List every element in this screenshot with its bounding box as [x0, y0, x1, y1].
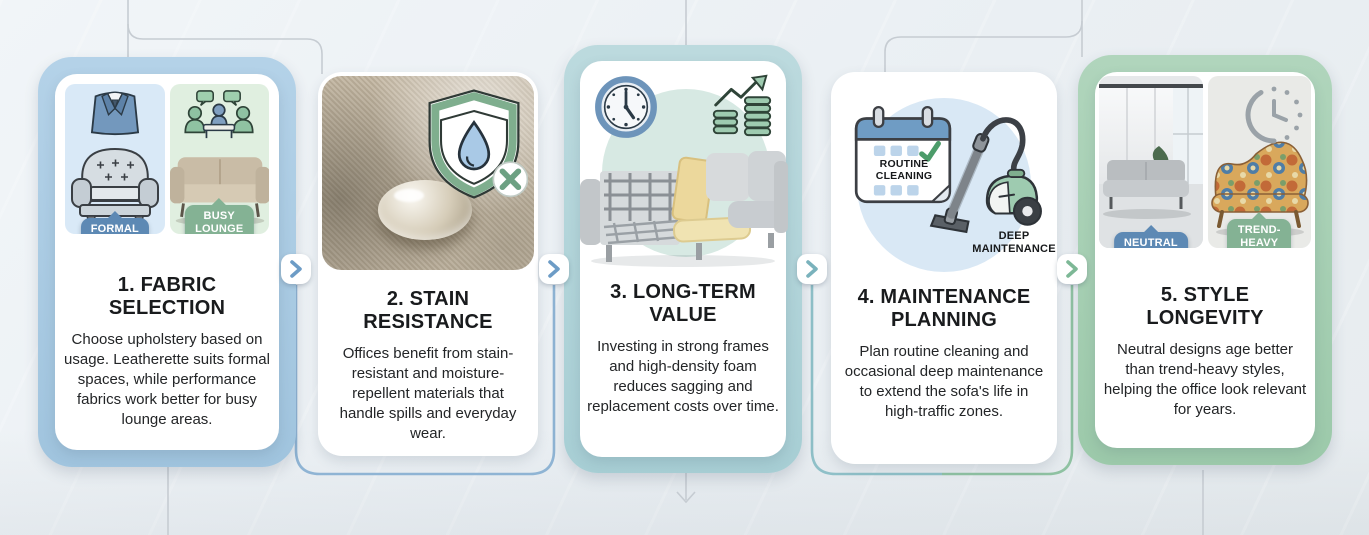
step1-title-line2: SELECTION	[108, 297, 226, 320]
deep-maintenance-label: DEEP MAINTENANCE	[972, 230, 1056, 255]
step5-neutral-panel: NEUTRAL DESIGNS	[1099, 76, 1203, 248]
step2-title-line1: 2. STAIN	[386, 288, 470, 310]
step2-fabric-photo	[322, 76, 534, 270]
flow-chevron-1	[281, 254, 311, 284]
step3-title-line2: VALUE	[649, 304, 717, 327]
flow-chevron-4	[1057, 254, 1087, 284]
step3-media	[580, 61, 788, 267]
step1-card: FORMAL SPACES	[55, 74, 279, 450]
chevron-right-icon	[806, 260, 818, 278]
step3-title: 3. LONG-TERM VALUE	[610, 281, 756, 327]
formal-armchair-icon	[70, 147, 159, 226]
trend-heavy-badge: TREND-HEAVY STYLES	[1227, 219, 1292, 248]
step3-title-line1: 3. LONG-TERM	[610, 281, 756, 303]
chevron-right-icon	[290, 260, 302, 278]
step4-card: ROUTINE CLEANING DEEP MAINTENANCE 4. MAI…	[831, 72, 1057, 464]
step4-title-line2: PLANNING	[890, 309, 998, 332]
flow-chevron-3	[797, 254, 827, 284]
chevron-right-icon	[548, 260, 560, 278]
step5-media: NEUTRAL DESIGNS	[1099, 76, 1311, 248]
step2-title: 2. STAIN RESISTANCE	[363, 288, 492, 334]
step1-formal-panel: FORMAL SPACES	[65, 84, 165, 234]
step1-title: 1. FABRIC SELECTION	[109, 274, 225, 320]
step3-card: 3. LONG-TERM VALUE Investing in strong f…	[580, 61, 788, 457]
busy-lounge-badge: BUSY LOUNGE AREAS	[185, 205, 254, 234]
step2-card: 2. STAIN RESISTANCE Offices benefit from…	[318, 72, 538, 456]
step4-title-line1: 4. MAINTENANCE	[857, 286, 1031, 308]
clock-icon	[595, 76, 657, 138]
routine-cleaning-label: ROUTINE CLEANING	[875, 158, 933, 183]
sofa-cutaway-illustration	[580, 151, 788, 267]
step1-body: Choose upholstery based on usage. Leathe…	[64, 331, 270, 429]
step5-body: Neutral designs age better than trend-he…	[1103, 341, 1307, 419]
step1-title-line1: 1. FABRIC	[117, 274, 217, 296]
growth-coins-icon	[712, 74, 772, 137]
neutral-office-photo	[1099, 76, 1203, 248]
step1-lounge-panel: BUSY LOUNGE AREAS	[169, 84, 269, 234]
dotted-clock-icon	[1245, 86, 1303, 144]
step2-title-line2: RESISTANCE	[363, 311, 493, 334]
suit-icon	[90, 91, 139, 136]
calendar-icon	[854, 105, 952, 204]
vacuum-cleaner-icon	[929, 117, 1042, 234]
step4-body: Plan routine cleaning and occasional dee…	[844, 343, 1044, 421]
step1-media: FORMAL SPACES	[65, 84, 269, 234]
step3-body: Investing in strong frames and high-dens…	[587, 338, 779, 416]
step5-trend-panel: TREND-HEAVY STYLES	[1207, 76, 1311, 248]
step5-title-line1: 5. STYLE	[1160, 284, 1250, 306]
step5-title-line2: LONGEVITY	[1146, 307, 1264, 330]
step4-title: 4. MAINTENANCE PLANNING	[858, 286, 1031, 332]
neutral-designs-badge: NEUTRAL DESIGNS	[1113, 232, 1188, 248]
step3-frame: 3. LONG-TERM VALUE Investing in strong f…	[564, 45, 802, 473]
step5-card: NEUTRAL DESIGNS	[1095, 72, 1315, 448]
lounge-sofa-icon	[169, 157, 269, 226]
stain-shield-icon	[428, 89, 528, 199]
formal-spaces-badge: FORMAL SPACES	[80, 218, 149, 234]
step5-title: 5. STYLE LONGEVITY	[1146, 284, 1263, 330]
step4-media: ROUTINE CLEANING DEEP MAINTENANCE	[831, 72, 1057, 272]
step1-frame: FORMAL SPACES	[38, 57, 296, 467]
step5-frame: NEUTRAL DESIGNS	[1078, 55, 1332, 465]
step2-body: Offices benefit from stain-resistant and…	[339, 345, 517, 443]
chevron-right-icon	[1066, 260, 1078, 278]
flow-chevron-2	[539, 254, 569, 284]
meeting-people-icon	[184, 90, 254, 139]
